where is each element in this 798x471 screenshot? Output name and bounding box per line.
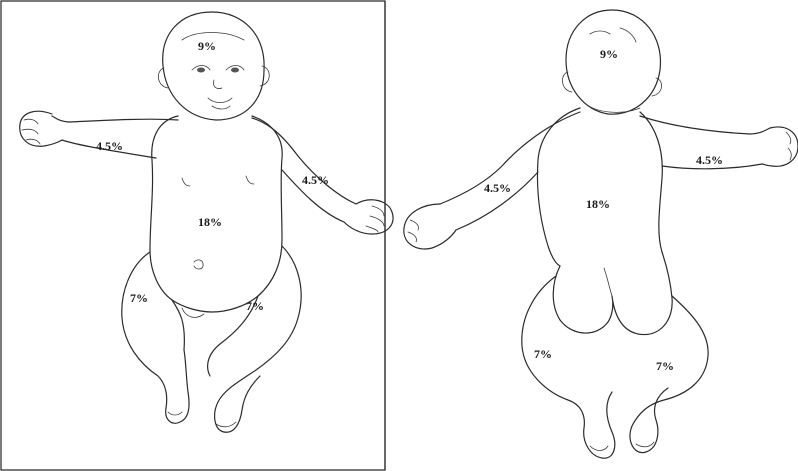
back-view-baby [404, 10, 798, 458]
back-right-fingers [786, 132, 791, 160]
back-gluteal-cleft [604, 268, 612, 296]
front-nose [213, 80, 222, 89]
front-navel [194, 260, 203, 269]
front-left-arm [252, 118, 356, 222]
front-head [163, 12, 264, 120]
back-neck [586, 104, 640, 112]
back-left-toes [590, 446, 608, 451]
back-left-fingers [408, 220, 419, 242]
back-right-leg-label: 7% [656, 359, 674, 373]
front-trunk-label: 18% [198, 215, 222, 229]
back-trunk-label: 18% [586, 197, 610, 211]
back-torso [537, 108, 662, 266]
front-chin [212, 106, 230, 109]
front-right-hand [20, 111, 62, 146]
front-right-pupil [197, 68, 205, 73]
front-left-arm-label: 4.5% [302, 173, 329, 187]
back-left-arm-label: 4.5% [484, 181, 511, 195]
back-right-ear [652, 78, 662, 96]
back-left-hand [404, 204, 456, 249]
front-left-hand [344, 200, 393, 234]
front-chest-mark-1 [182, 178, 190, 186]
front-left-pupil [231, 68, 239, 73]
back-head-label: 9% [600, 47, 618, 61]
back-right-hand [762, 127, 798, 166]
front-right-arm-label: 4.5% [96, 139, 123, 153]
back-head [566, 10, 660, 114]
back-right-leg [630, 296, 708, 453]
front-head-label: 9% [198, 39, 216, 53]
back-right-toes [636, 442, 654, 447]
front-panel-border [1, 1, 385, 470]
back-hair-strands [590, 28, 636, 42]
back-left-arm [440, 112, 580, 230]
back-left-leg [522, 276, 615, 458]
front-right-leg-label: 7% [130, 291, 148, 305]
front-chest-mark-2 [246, 176, 254, 184]
front-left-leg-label: 7% [246, 299, 264, 313]
front-right-toes [168, 412, 182, 415]
front-left-toes [216, 422, 236, 427]
back-right-arm-label: 4.5% [696, 153, 723, 167]
front-left-leg [208, 246, 302, 432]
front-left-fingers [366, 206, 384, 232]
front-mouth [208, 98, 232, 103]
front-torso [150, 116, 282, 312]
back-left-leg-label: 7% [534, 347, 552, 361]
back-buttocks [553, 252, 672, 335]
